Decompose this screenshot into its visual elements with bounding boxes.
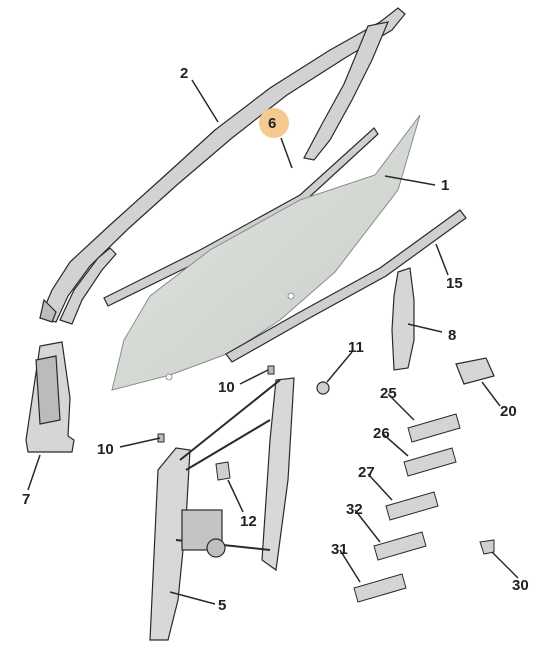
door-frame-seal — [39, 7, 406, 325]
callout-10-upper: 10 — [218, 379, 235, 396]
door-bracket — [25, 341, 75, 453]
belt-moulding-strip — [103, 127, 379, 307]
callout-12: 12 — [240, 513, 257, 530]
clip-part-30 — [479, 539, 495, 555]
callout-11: 11 — [348, 339, 364, 356]
connector-32 — [373, 531, 427, 561]
guide-rail — [391, 267, 415, 371]
clip-part-12 — [215, 461, 231, 481]
callout-5: 5 — [218, 597, 227, 614]
connector-27 — [385, 491, 439, 521]
callout-20: 20 — [500, 403, 517, 420]
callout-10-lower: 10 — [97, 441, 114, 458]
callout-26: 26 — [373, 425, 390, 442]
callout-1: 1 — [441, 177, 450, 194]
callout-31: 31 — [331, 541, 348, 558]
window-regulator — [149, 377, 295, 641]
connector-blocks — [353, 413, 461, 603]
door-glass — [111, 114, 421, 391]
callout-6: 6 — [268, 115, 277, 132]
connector-31 — [353, 573, 407, 603]
callout-15: 15 — [446, 275, 463, 292]
callout-highlight — [259, 108, 289, 138]
callout-32: 32 — [346, 501, 363, 518]
clip-part-11 — [316, 381, 330, 395]
connector-25 — [407, 413, 461, 443]
connector-26 — [403, 447, 457, 477]
outer-weatherstrip — [225, 209, 467, 363]
control-module — [455, 357, 495, 385]
callout-30: 30 — [512, 577, 529, 594]
leader-lines — [27, 79, 519, 605]
callout-7: 7 — [22, 491, 31, 508]
callout-2: 2 — [180, 65, 189, 82]
callout-27: 27 — [358, 464, 375, 481]
callout-25: 25 — [380, 385, 397, 402]
callout-8: 8 — [448, 327, 457, 344]
